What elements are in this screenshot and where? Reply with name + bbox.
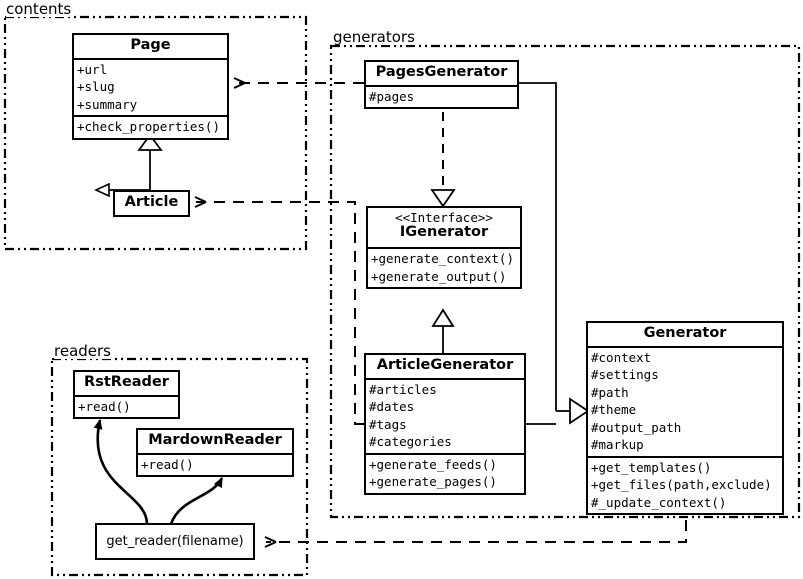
class-title-generator: Generator [643,325,727,341]
class-title-article-generator: ArticleGenerator [376,357,514,373]
class-operations-rst-reader: +read() [75,394,178,418]
attr-generator-theme: #theme [591,402,637,418]
class-box-article[interactable]: Article [113,190,190,217]
op-igenerator-generate-output: +generate_output() [371,268,507,284]
attr-articlegenerator-dates: #dates [369,399,415,415]
attr-generator-context: #context [591,349,652,365]
class-stereotype-igenerator: <<Interface>> [395,210,493,225]
op-articlegenerator-generate-pages: +generate_pages() [369,474,497,490]
attr-articlegenerator-tags: #tags [369,416,407,432]
class-box-page[interactable]: Page +url +slug+summary +check_properties… [72,33,229,140]
attr-generator-path: #path [591,384,629,400]
function-label-get-reader: get_reader(filename) [106,534,244,549]
class-title-article: Article [124,194,179,210]
attr-generator-settings: #settings [591,367,659,383]
op-generator-get-templates: +get_templates() [591,459,712,475]
op-generator-get-files: +get_files(path,exclude) [591,477,772,493]
class-operations-mardown-reader: +read() [138,452,292,476]
class-operations-article-generator: +generate_feeds() +generate_pages() [366,452,524,493]
arrowhead-articlegenerator-igenerator [431,308,455,327]
function-box-get-reader[interactable]: get_reader(filename) [95,523,255,560]
class-header-igenerator: <<Interface>> IGenerator [368,208,520,247]
class-operations-generator: +get_templates() +get_files(path,exclude)… [588,455,782,514]
class-attributes-pages-generator: #pages [366,84,517,108]
attr-articlegenerator-categories: #categories [369,434,452,450]
class-operations-page: +check_properties() [74,115,227,138]
attr-page-url: +url [77,61,108,77]
class-box-rst-reader[interactable]: RstReader +read() [73,370,180,420]
attr-articlegenerator-articles: #articles [369,381,437,397]
class-title-mardown-reader: MardownReader [148,432,282,448]
class-box-mardown-reader[interactable]: MardownReader +read() [136,428,294,478]
class-title-page: Page [130,37,171,53]
class-box-generator[interactable]: Generator #context #settings#path #theme#o… [586,321,784,516]
class-attributes-generator: #context #settings#path #theme#output_path… [588,345,782,456]
class-attributes-page: +url +slug+summary [74,57,227,116]
op-generator-update-context: #_update_context() [591,494,727,510]
attr-page-summary: +summary [77,96,138,112]
class-box-article-generator[interactable]: ArticleGenerator #articles #dates#tags #ca… [364,353,526,495]
class-title-pages-generator: PagesGenerator [375,64,508,80]
attr-generator-output-path: #output_path [591,419,682,435]
op-igenerator-generate-context: +generate_context() [371,251,514,267]
package-label-contents: contents [6,0,72,18]
edge-get-reader-creates-mardownreader [169,477,224,525]
class-operations-igenerator: +generate_context()+generate_output() [368,247,520,287]
package-label-generators: generators [333,28,415,46]
arrowhead-pagesgenerator-igenerator [430,189,456,208]
package-label-readers: readers [54,342,111,360]
op-articlegenerator-generate-feeds: +generate_feeds() [369,456,497,472]
attr-generator-markup: #markup [591,437,644,453]
class-box-pages-generator[interactable]: PagesGenerator #pages [364,60,519,110]
attr-pagesgenerator-pages: #pages [369,88,415,104]
op-mardownreader-read: +read() [141,456,194,472]
class-box-igenerator[interactable]: <<Interface>> IGenerator +generate_conte… [366,206,522,290]
edge-generators-inherit-generator [519,82,570,425]
class-attributes-article-generator: #articles #dates#tags #categories [366,377,524,453]
op-rstreader-read: +read() [78,398,131,414]
op-page-check-properties: +check_properties() [77,119,220,135]
attr-page-slug: +slug [77,79,115,95]
edge-articlegenerator-depends-article [194,196,364,425]
class-title-igenerator: IGenerator [399,224,489,241]
class-title-rst-reader: RstReader [84,374,169,390]
